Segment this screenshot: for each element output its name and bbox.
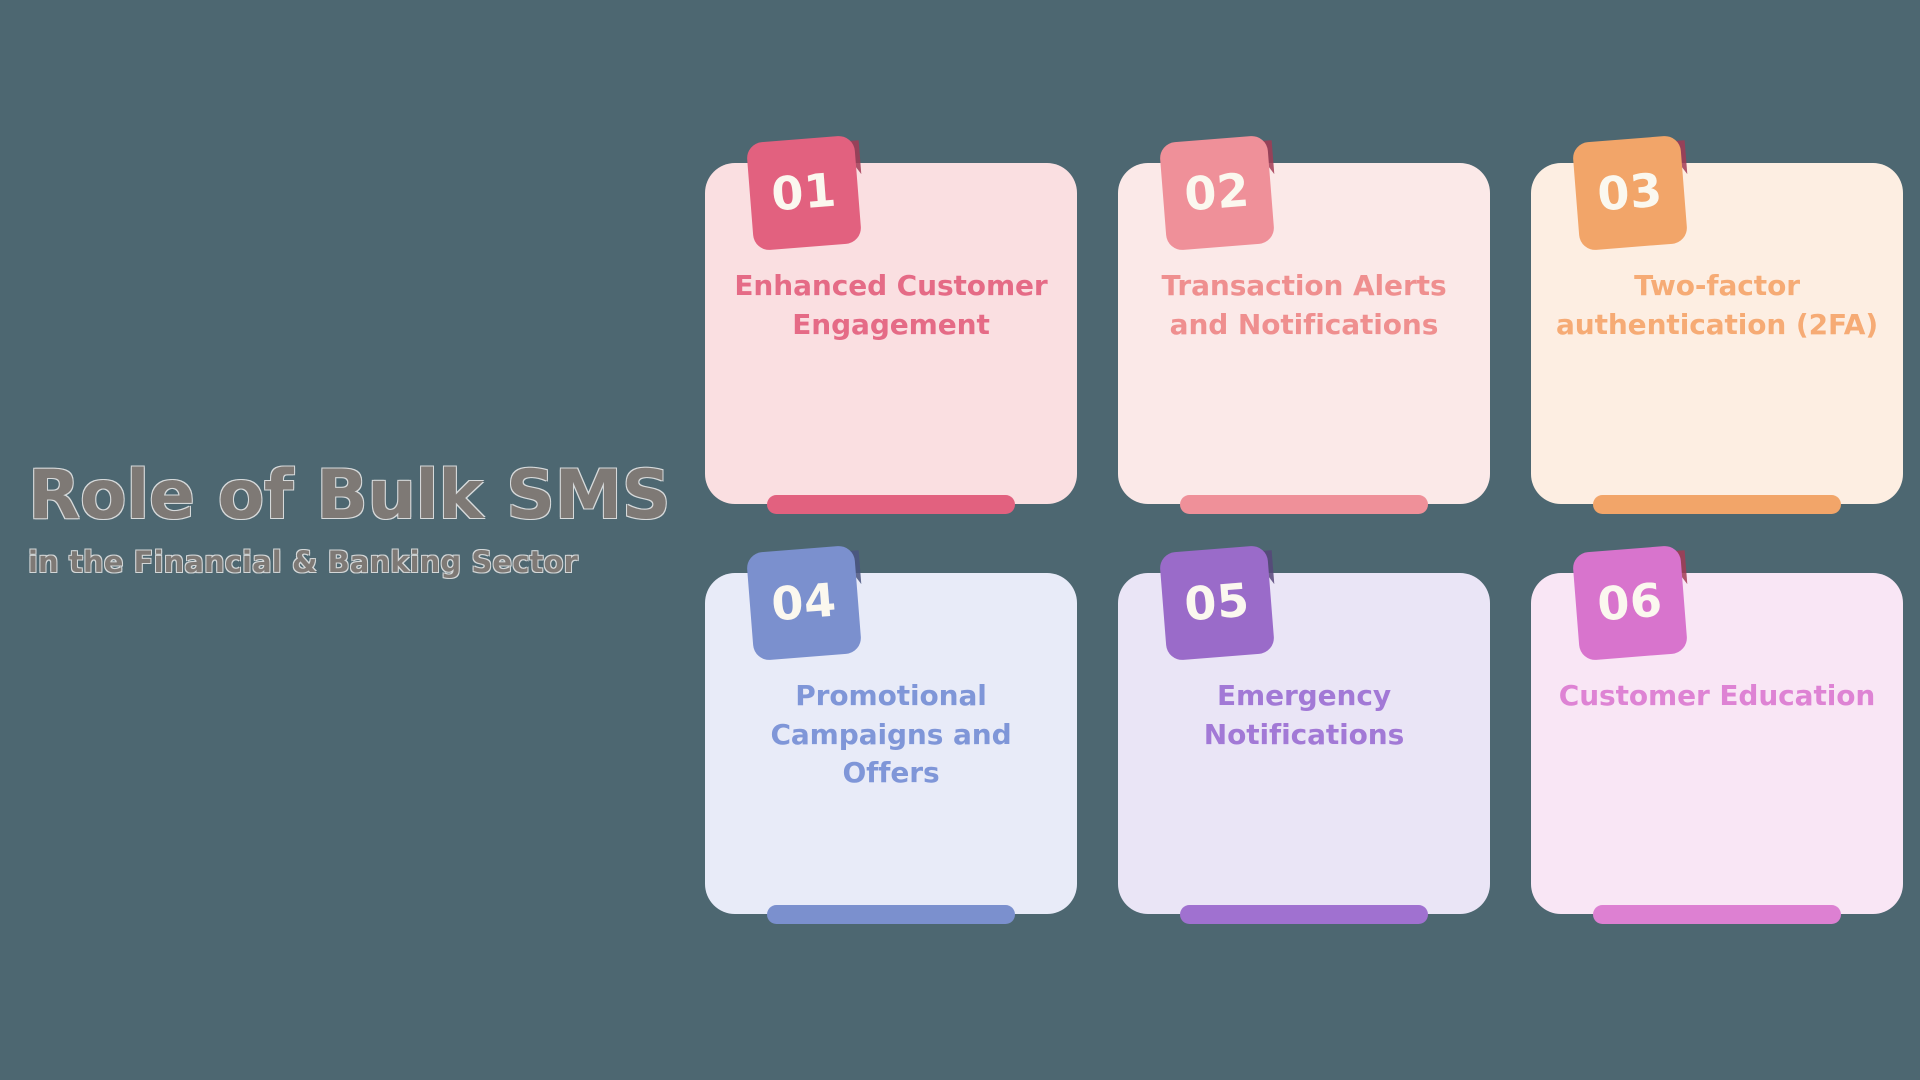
card-02[interactable]: 02 Transaction Alerts and Notifications: [1118, 134, 1490, 514]
badge-number: 05: [1182, 572, 1252, 632]
badge-number: 03: [1595, 162, 1665, 222]
card-accent-bar: [767, 905, 1015, 924]
card-title: Emergency Notifications: [1203, 679, 1405, 751]
card-accent-bar: [1180, 495, 1428, 514]
card-title: Customer Education: [1558, 679, 1876, 712]
card-accent-bar: [1180, 905, 1428, 924]
card-05[interactable]: 05 Emergency Notifications: [1118, 544, 1490, 924]
card-title: Two-factor authentication (2FA): [1555, 269, 1879, 341]
number-badge: 02: [1158, 134, 1276, 252]
badge-number: 02: [1182, 162, 1252, 222]
card-title: Promotional Campaigns and Offers: [770, 679, 1012, 790]
page-subtitle: in the Financial & Banking Sector: [28, 545, 578, 579]
number-badge: 05: [1158, 544, 1276, 662]
card-04[interactable]: 04 Promotional Campaigns and Offers: [705, 544, 1077, 924]
card-01[interactable]: 01 Enhanced Customer Engagement: [705, 134, 1077, 514]
number-badge: 04: [745, 544, 863, 662]
card-title: Transaction Alerts and Notifications: [1161, 269, 1447, 341]
badge-number: 04: [769, 572, 839, 632]
badge-number: 01: [769, 162, 839, 222]
number-badge: 03: [1571, 134, 1689, 252]
card-accent-bar: [1593, 495, 1841, 514]
number-badge: 06: [1571, 544, 1689, 662]
heading-block: Role of Bulk SMS in the Financial & Bank…: [28, 462, 688, 577]
card-accent-bar: [1593, 905, 1841, 924]
card-grid: 01 Enhanced Customer Engagement 02 Trans…: [705, 134, 1903, 924]
card-03[interactable]: 03 Two-factor authentication (2FA): [1531, 134, 1903, 514]
badge-number: 06: [1595, 572, 1665, 632]
card-06[interactable]: 06 Customer Education: [1531, 544, 1903, 924]
number-badge: 01: [745, 134, 863, 252]
page-title: Role of Bulk SMS: [28, 456, 671, 535]
card-title: Enhanced Customer Engagement: [734, 269, 1048, 341]
card-accent-bar: [767, 495, 1015, 514]
